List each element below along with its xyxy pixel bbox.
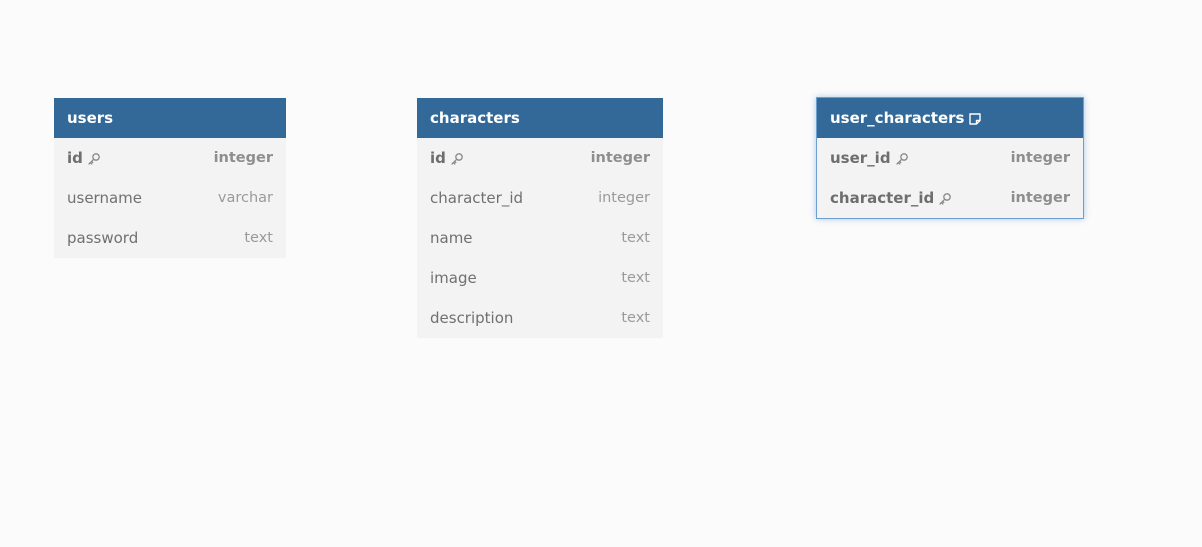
table-characters[interactable]: characters id integer character_id integ… [417,98,663,338]
column-name: character_id [830,178,952,218]
table-row[interactable]: id integer [54,138,286,178]
column-type: integer [1010,150,1070,166]
table-users[interactable]: users id integer username varchar passwo… [54,98,286,258]
column-name: username [67,189,142,207]
column-name: user_id [830,138,909,178]
table-row[interactable]: username varchar [54,178,286,218]
table-row[interactable]: name text [417,218,663,258]
table-row[interactable]: user_id integer [817,138,1083,178]
column-name: id [430,138,464,178]
table-title: user_characters [830,109,965,127]
table-row[interactable]: image text [417,258,663,298]
key-icon [938,192,952,206]
column-name: description [430,309,514,327]
table-row[interactable]: character_id integer [417,178,663,218]
table-row[interactable]: character_id integer [817,178,1083,218]
table-row[interactable]: description text [417,298,663,338]
column-type: integer [1010,190,1070,206]
table-row[interactable]: id integer [417,138,663,178]
column-name: character_id [430,189,524,207]
column-name: password [67,229,139,247]
column-type: text [621,310,650,326]
column-type: text [244,230,273,246]
table-title: users [67,109,114,127]
column-name: image [430,269,477,287]
table-user-characters[interactable]: user_characters user_id integer characte… [816,97,1084,219]
table-header[interactable]: user_characters [817,98,1083,138]
column-type: integer [598,190,650,206]
column-type: text [621,270,650,286]
note-icon[interactable] [968,112,982,126]
column-type: varchar [217,190,273,206]
table-header[interactable]: users [54,98,286,138]
column-name: id [67,138,101,178]
table-header[interactable]: characters [417,98,663,138]
column-name: name [430,229,473,247]
column-type: integer [590,150,650,166]
key-icon [450,152,464,166]
key-icon [895,152,909,166]
key-icon [87,152,101,166]
column-type: text [621,230,650,246]
table-row[interactable]: password text [54,218,286,258]
table-title: characters [430,109,520,127]
column-type: integer [213,150,273,166]
